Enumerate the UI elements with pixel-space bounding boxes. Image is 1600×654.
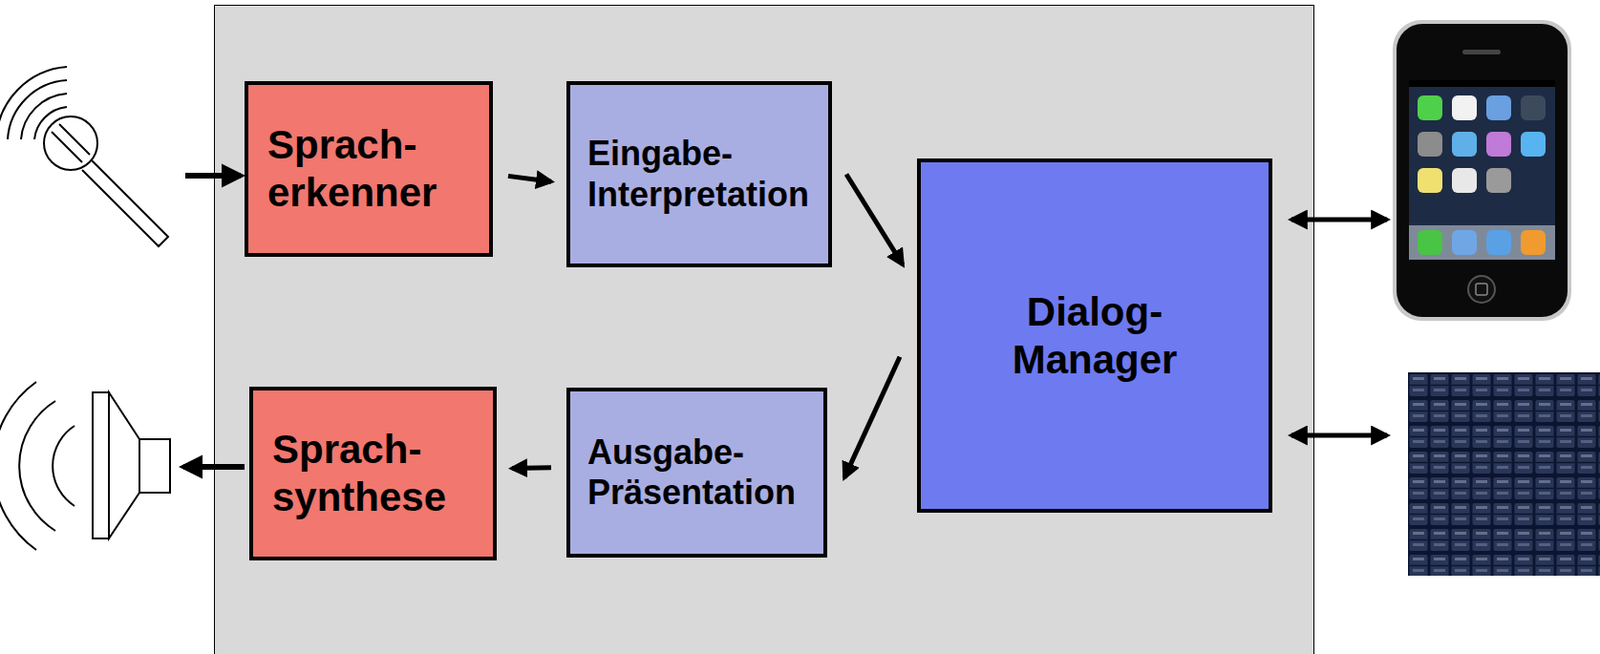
process-box: Dialog- Manager — [917, 158, 1273, 513]
box-label: Ausgabe- Präsentation — [587, 432, 807, 514]
system-panel — [214, 5, 1315, 654]
box-label: Sprach- synthese — [272, 426, 474, 521]
database-link-arrow — [1291, 433, 1387, 439]
device-link-arrow — [1291, 217, 1387, 223]
box-label: Dialog- Manager — [939, 288, 1250, 384]
flow-arrow — [508, 175, 552, 182]
flow-arrow — [844, 357, 900, 479]
process-box: Ausgabe- Präsentation — [566, 387, 828, 558]
process-box: Sprach- erkenner — [244, 81, 493, 257]
audio-in-arrow — [185, 172, 241, 179]
box-label: Sprach- erkenner — [267, 121, 470, 216]
audio-out-arrow — [183, 464, 245, 470]
smartphone-picture — [1392, 20, 1572, 321]
departure-board-picture — [1408, 372, 1600, 576]
flow-arrow — [512, 465, 552, 471]
microphone-icon — [0, 66, 169, 247]
speaker-icon — [0, 382, 171, 551]
process-box: Sprach- synthese — [249, 386, 497, 561]
process-box: Eingabe- Interpretation — [566, 81, 832, 268]
box-label: Eingabe- Interpretation — [587, 133, 811, 215]
flow-arrow — [846, 174, 903, 266]
